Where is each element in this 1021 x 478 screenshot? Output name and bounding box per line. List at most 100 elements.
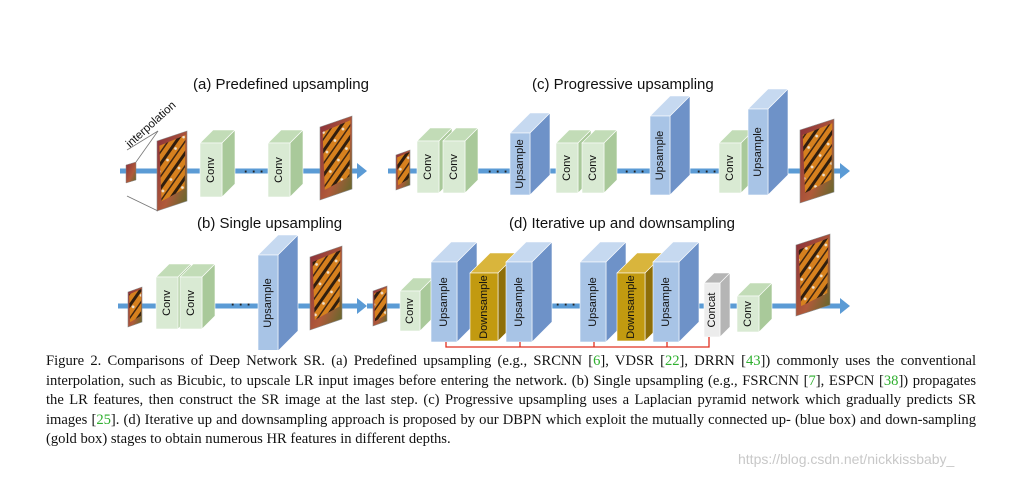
upsample-d3-front (579, 261, 607, 343)
image-c-sr-border (799, 118, 835, 204)
dots-b: · · · (231, 297, 251, 312)
conv-c4-label: Conv (587, 155, 599, 181)
upsample-d1-front (430, 261, 458, 343)
downsample-d2-label: Downsample (625, 275, 637, 339)
image-a-interpolated (156, 130, 188, 212)
upsample-c3-label: Upsample (752, 127, 764, 177)
upsample-c2-label: Upsample (654, 131, 666, 181)
panel-title-c: (c) Progressive upsampling (532, 76, 714, 93)
upsample-c1-label: Upsample (514, 139, 526, 189)
concat-d: Concat (703, 272, 731, 338)
upsample-c1-front (509, 132, 531, 196)
conv-c4: Conv (581, 129, 618, 194)
panel-title-b: (b) Single upsampling (197, 215, 343, 232)
upsample-b-label: Upsample (262, 278, 274, 328)
caption-text: ]. (d) Iterative up and downsampling app… (46, 411, 976, 448)
conv-b1-label: Conv (161, 290, 173, 316)
downsample-d1: Downsample (469, 252, 519, 342)
conv-b2-label: Conv (185, 290, 197, 316)
conv-d2-label: Conv (742, 301, 754, 327)
interp-line-1 (126, 130, 159, 151)
conv-b1-front (155, 276, 179, 330)
interp-line-3 (135, 130, 159, 163)
upsample-b-side (277, 234, 299, 352)
upsample-d3-label: Upsample (587, 277, 599, 327)
caption-text: ]) commonly uses the conventional interp… (46, 353, 977, 389)
citation-ref: 38 (883, 372, 899, 389)
dots-c2: · · · (625, 164, 645, 179)
upsample-d4: Upsample (652, 241, 700, 343)
conv-a1-label: Conv (205, 157, 217, 183)
conv-a2: Conv (267, 129, 304, 198)
conv-a1: Conv (199, 129, 236, 198)
arrow-a-head (357, 163, 367, 179)
conv-b2-front (179, 276, 203, 330)
citation-ref: 25 (96, 411, 111, 428)
concat-d-front (703, 282, 721, 338)
upsample-d4-label: Upsample (660, 277, 672, 327)
citation-ref: 7 (808, 372, 816, 389)
conv-c4-front (581, 142, 605, 194)
conv-d2-front (736, 295, 760, 333)
image-d-lr-border (372, 285, 388, 327)
conv-c5-label: Conv (724, 155, 736, 181)
image-d-sr-border (795, 233, 831, 317)
upsample-d2-label: Upsample (513, 277, 525, 327)
dots-d: · · · (556, 297, 576, 312)
conv-d1: Conv (399, 277, 434, 332)
conv-d1-label: Conv (404, 298, 416, 324)
conv-c3-label: Conv (561, 155, 573, 181)
upsample-c3-front (747, 108, 769, 196)
conv-c2-front (442, 140, 466, 194)
image-a-sr (319, 115, 353, 201)
image-d-sr-wing (798, 238, 829, 307)
figure-caption: Figure 2. Comparisons of Deep Network SR… (46, 352, 976, 450)
dots-c3: · · · (697, 164, 717, 179)
concat-d-side (719, 272, 731, 338)
conv-a2-front (267, 142, 291, 198)
interp-line-2 (126, 195, 159, 212)
conv-b2: Conv (179, 263, 216, 330)
image-c-sr-wing (802, 123, 833, 193)
image-a-interpolated-wing (159, 135, 186, 202)
caption-text: ], DRRN [ (679, 353, 746, 369)
conv-c2: Conv (442, 127, 479, 194)
image-a-interpolated-border (156, 130, 188, 212)
image-b-sr (309, 245, 343, 331)
panel-title-a: (a) Predefined upsampling (193, 76, 369, 93)
image-d-lr (372, 285, 388, 327)
conv-c3-front (555, 142, 579, 194)
dots-c1: · · · (488, 164, 508, 179)
upsample-d1-label: Upsample (438, 277, 450, 327)
image-b-lr-wing (129, 289, 142, 323)
image-c-lr-wing (397, 152, 410, 186)
image-a-sr-wing (322, 120, 351, 190)
image-b-sr-wing (312, 250, 341, 320)
downsample-d1-front (469, 272, 499, 342)
conv-d1-front (399, 290, 421, 332)
image-c-sr (799, 118, 835, 204)
image-b-lr (127, 286, 143, 328)
image-a-sr-border (319, 115, 353, 201)
image-d-sr (795, 233, 831, 317)
upsample-b: Upsample (257, 234, 299, 352)
upsample-c2: Upsample (649, 95, 691, 196)
conv-a1-front (199, 142, 223, 198)
caption-text: ]) propagates the LR features, then cons… (46, 372, 976, 428)
image-d-lr-wing (374, 288, 387, 322)
image-b-lr-border (127, 286, 143, 328)
upsample-d2: Upsample (505, 241, 553, 343)
conv-d2: Conv (736, 282, 773, 333)
dots-a: · · · (244, 164, 264, 179)
conv-c1-front (416, 140, 440, 194)
concat-d-label: Concat (706, 293, 718, 328)
image-a-lr (125, 161, 137, 184)
conv-c2-label: Conv (448, 154, 460, 180)
citation-ref: 43 (745, 353, 761, 369)
citation-ref: 6 (593, 353, 601, 369)
skip-connection-line (445, 337, 710, 348)
watermark: https://blog.csdn.net/nickkissbaby_ (738, 451, 955, 467)
image-c-lr (395, 149, 411, 191)
